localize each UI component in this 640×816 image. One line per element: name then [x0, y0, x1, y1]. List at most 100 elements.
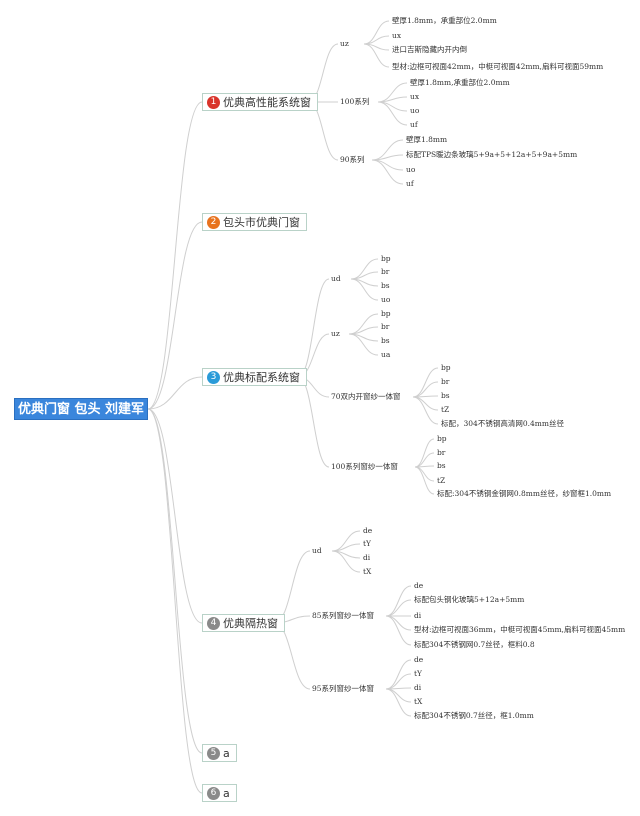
sub-node-label[interactable]: 100系列窗纱一体窗 [331, 462, 398, 471]
leaf-node-label[interactable]: bp [437, 434, 447, 443]
connector-line [385, 585, 412, 617]
leaf-node-label[interactable]: 标配304不锈钢0.7丝径，框1.0mm [414, 711, 534, 720]
connector-line [414, 466, 435, 495]
leaf-node-label[interactable]: 标配304不锈钢网0.7丝径，框料0.8 [414, 640, 535, 649]
leaf-node-label[interactable]: di [414, 611, 422, 620]
leaf-node-label[interactable]: ux [392, 31, 402, 40]
leaf-node-label[interactable]: uf [406, 179, 414, 188]
leaf-node-label[interactable]: bp [381, 254, 391, 263]
connector-line [147, 376, 203, 410]
leaf-node-label[interactable]: tY [363, 539, 371, 548]
branch-label: a [223, 786, 230, 800]
connector-line [363, 43, 390, 68]
connector-line [412, 396, 439, 425]
connector-line [385, 673, 412, 690]
branch-label: 优典标配系统窗 [223, 371, 300, 384]
connector-line [147, 101, 203, 410]
connector-line [385, 659, 412, 690]
sub-node-label[interactable]: ud [312, 546, 322, 555]
sub-node-label[interactable]: 70双内开窗纱一体窗 [331, 392, 401, 401]
connector-line [350, 278, 379, 301]
connector-line [385, 688, 412, 717]
branch-label: 优典高性能系统窗 [223, 96, 311, 109]
leaf-node-label[interactable]: 型材:边框可视面42mm，中梃可视面42mm,扇料可视面59mm [392, 62, 604, 71]
leaf-node-label[interactable]: 壁厚1.8mm，承重部位2.0mm [392, 16, 497, 25]
connector-line [147, 408, 203, 754]
connector-line [147, 408, 203, 794]
leaf-node-label[interactable]: br [381, 322, 390, 331]
sub-node-label[interactable]: 100系列 [340, 97, 370, 106]
leaf-node-label[interactable]: 标配:304不锈钢金钢网0.8mm丝径，纱窗框1.0mm [437, 489, 612, 498]
connector-line [414, 466, 435, 482]
sub-node-label[interactable]: 95系列窗纱一体窗 [312, 684, 375, 693]
connector-line [348, 333, 379, 356]
leaf-node-label[interactable]: uf [410, 120, 418, 129]
connector-line [147, 221, 203, 410]
connector-line [371, 159, 404, 185]
leaf-node-label[interactable]: de [363, 526, 373, 535]
leaf-node-label[interactable]: 标配包头钢化玻璃5+12a+5mm [414, 595, 525, 604]
leaf-node-label[interactable]: bs [381, 336, 390, 345]
leaf-node-label[interactable]: 壁厚1.8mm [406, 135, 448, 144]
connector-line [297, 278, 330, 378]
leaf-node-label[interactable]: de [414, 655, 424, 664]
leaf-node-label[interactable]: br [437, 448, 446, 457]
branch-number-badge: 4 [207, 616, 220, 630]
leaf-node-label[interactable]: uo [406, 165, 416, 174]
branch-number-badge: 6 [207, 786, 220, 800]
branch-number-badge: 2 [207, 215, 220, 229]
leaf-node-label[interactable]: de [414, 581, 424, 590]
connector-line [377, 101, 408, 126]
leaf-node-label[interactable]: 进口吉斯隐藏内开内倒 [392, 45, 467, 54]
connector-line [412, 367, 439, 398]
leaf-node-label[interactable]: uo [381, 295, 391, 304]
leaf-node-label[interactable]: 标配，304不锈钢高清网0.4mm丝径 [441, 419, 564, 428]
leaf-node-label[interactable]: uo [410, 106, 420, 115]
leaf-node-label[interactable]: tZ [441, 405, 450, 414]
leaf-node-label[interactable]: bs [441, 391, 450, 400]
connector-line [297, 376, 330, 468]
connector-line [371, 159, 404, 171]
branch-label: a [223, 746, 230, 760]
leaf-node-label[interactable]: br [381, 267, 390, 276]
leaf-node-label[interactable]: ux [410, 92, 420, 101]
leaf-node-label[interactable]: bp [381, 309, 391, 318]
sub-node-label[interactable]: 90系列 [340, 155, 365, 164]
branch-number-badge: 1 [207, 95, 220, 109]
leaf-node-label[interactable]: tX [363, 567, 372, 576]
leaf-node-label[interactable]: 壁厚1.8mm,承重部位2.0mm [410, 78, 510, 87]
connector-line [385, 615, 412, 646]
leaf-node-label[interactable]: tZ [437, 476, 446, 485]
sub-node-label[interactable]: ud [331, 274, 341, 283]
leaf-node-label[interactable]: bs [381, 281, 390, 290]
connector-line [385, 615, 412, 631]
leaf-node-label[interactable]: 型材:边框可视面36mm，中梃可视面45mm,扇料可视面45mm [414, 625, 626, 634]
leaf-node-label[interactable]: br [441, 377, 450, 386]
connector-line [412, 396, 439, 411]
leaf-node-label[interactable]: tX [414, 697, 423, 706]
leaf-node-label[interactable]: bp [441, 363, 451, 372]
leaf-node-label[interactable]: ua [381, 350, 391, 359]
connector-line [147, 408, 203, 624]
connector-line [273, 550, 311, 624]
sub-node-label[interactable]: uz [331, 329, 340, 338]
branch-label: 优典隔热窗 [223, 617, 278, 630]
leaf-node-label[interactable]: 标配TPS暖边条玻璃5+9a+5+12a+5+9a+5mm [406, 150, 578, 159]
sub-node-label[interactable]: 85系列窗纱一体窗 [312, 611, 375, 620]
sub-node-label[interactable]: uz [340, 39, 349, 48]
leaf-node-label[interactable]: di [363, 553, 371, 562]
leaf-node-label[interactable]: bs [437, 461, 446, 470]
leaf-node-label[interactable]: di [414, 683, 422, 692]
branch-label: 包头市优典门窗 [223, 216, 300, 229]
leaf-node-label[interactable]: tY [414, 669, 422, 678]
branch-number-badge: 3 [207, 370, 220, 384]
root-node[interactable]: 优典门窗 包头 刘建军 [14, 398, 148, 420]
connector-line [414, 452, 435, 468]
